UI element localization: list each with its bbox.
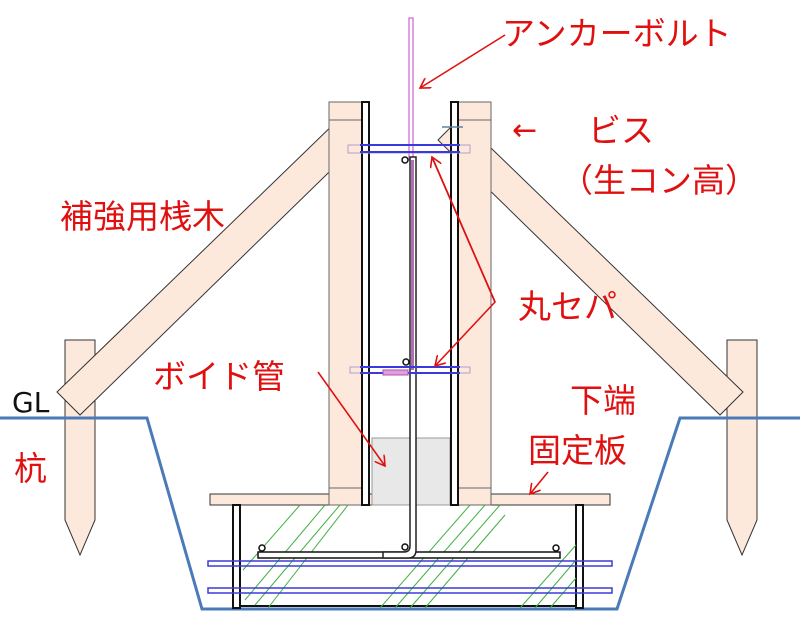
post-right-cap (457, 101, 492, 121)
lower-formwork-right (575, 504, 584, 609)
label-screw: ビス (588, 111, 654, 150)
label-pile: 杭 (14, 449, 47, 488)
ground-line (0, 416, 800, 611)
label-void-pipe: ボイド管 (153, 357, 285, 396)
post-left (328, 101, 363, 506)
lower-formwork-left (232, 504, 241, 609)
brace-right (437, 117, 744, 416)
label-bottom-fix-2: 固定板 (528, 431, 627, 470)
pile-right (726, 339, 758, 557)
label-round-separator: 丸セパ (518, 287, 617, 326)
round-separator-bottom (349, 358, 471, 376)
label-concrete-height: （生コン高） (560, 161, 758, 200)
post-left-cap (328, 101, 363, 121)
rebar-upper (207, 560, 613, 567)
rebar-lower (207, 587, 613, 594)
label-bottom-fix-1: 下端 (570, 381, 636, 420)
post-right (457, 101, 492, 506)
formwork-left (361, 101, 370, 506)
label-gl: GL (12, 386, 50, 419)
label-brace: 補強用桟木 (60, 197, 225, 236)
label-anchor-bolt: アンカーボルト (502, 14, 732, 53)
callout-arrows (317, 34, 549, 494)
round-separator-top (347, 144, 471, 164)
anchor-bolt-overlay (411, 160, 414, 370)
anchor-bolt (408, 17, 414, 161)
label-screw-arrow: ← (512, 113, 537, 148)
formwork-right (450, 101, 459, 506)
